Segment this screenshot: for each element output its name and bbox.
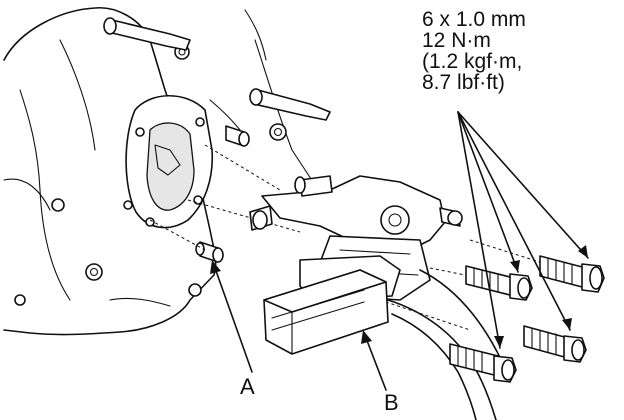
bolt-1: [465, 265, 533, 301]
dowel-pin-upper: [225, 125, 250, 147]
connector-b: [263, 269, 511, 420]
torque-nm-text: 12 N·m: [422, 29, 491, 52]
callout-label-a: A: [240, 374, 255, 399]
torque-kgfm-text: (1.2 kgf·m,: [422, 50, 523, 73]
bolt-3: [523, 325, 587, 363]
bolt-size-text: 6 x 1.0 mm: [422, 8, 526, 31]
mounting-flange: [123, 94, 214, 229]
callout-label-b: B: [384, 390, 399, 415]
torque-lbfft-text: 8.7 lbf·ft): [422, 71, 505, 94]
bolt-2: [539, 255, 605, 293]
bolt-4: [449, 343, 517, 383]
callout-a-leader: [210, 260, 253, 373]
dowel-pin-a: [195, 241, 224, 263]
torque-spec: 6 x 1.0 mm 12 N·m (1.2 kgf·m, 8.7 lbf·ft…: [422, 9, 526, 93]
spec-leader-lines: [457, 111, 589, 349]
housing-studs: [103, 17, 331, 121]
callout-b-leader: [361, 330, 387, 391]
